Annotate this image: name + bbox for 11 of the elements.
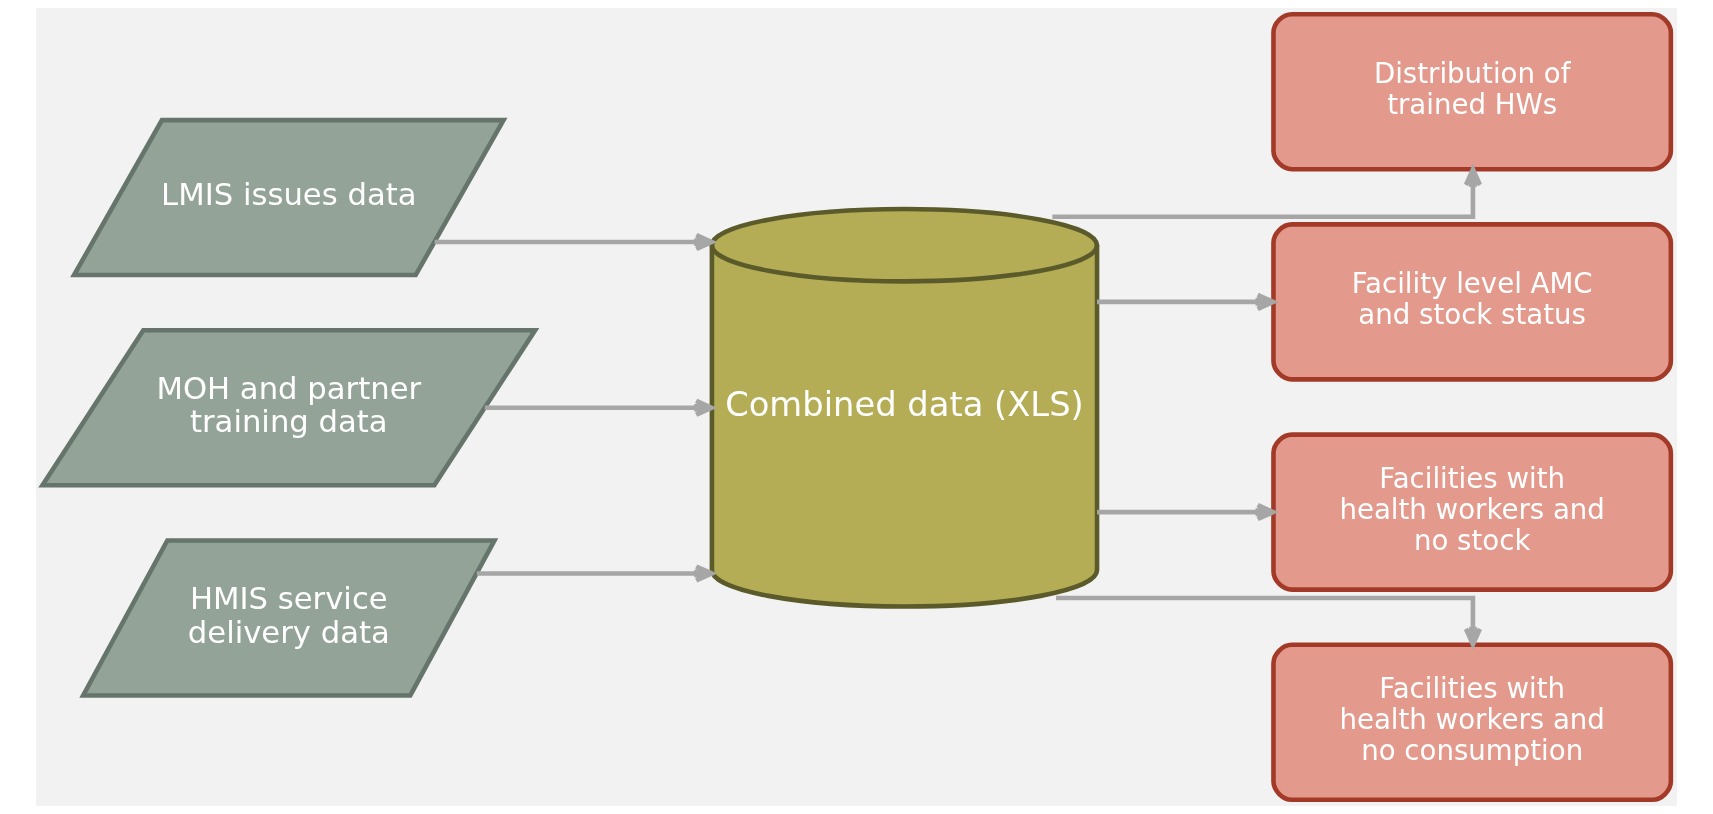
arrow xyxy=(1097,292,1276,312)
node-box: Facilities with health workers and no stock xyxy=(1271,432,1674,592)
node-box: Facility level AMC and stock status xyxy=(1271,222,1674,382)
arrow xyxy=(476,564,714,583)
node-box: Facilities with health workers and no consumption xyxy=(1271,642,1674,803)
arrow xyxy=(434,232,715,252)
arrow xyxy=(484,398,714,417)
arrow xyxy=(1097,502,1276,522)
arrow xyxy=(1052,167,1483,220)
arrow xyxy=(1056,595,1483,647)
node-box: Distribution of trained HWs xyxy=(1271,11,1674,172)
